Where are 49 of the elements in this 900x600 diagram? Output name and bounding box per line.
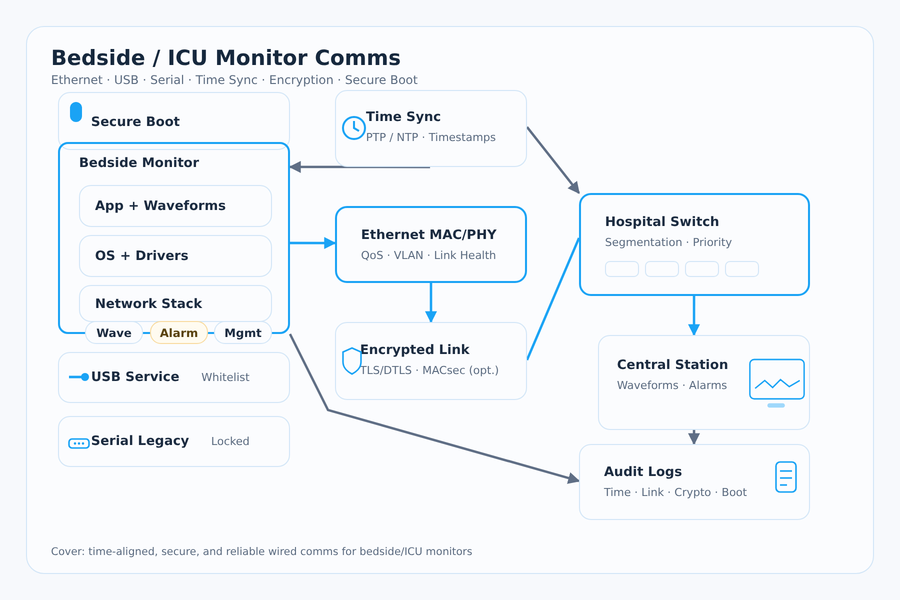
node-title: Wave bbox=[96, 326, 132, 340]
node-title: Time Sync bbox=[366, 110, 442, 125]
component-box bbox=[79, 185, 272, 227]
component-box bbox=[335, 322, 527, 400]
node-detail: TLS/DTLS · MACsec (opt.) bbox=[360, 364, 499, 377]
highlighted-box bbox=[335, 206, 527, 283]
arrow bbox=[526, 126, 580, 194]
component-box bbox=[58, 92, 290, 150]
tag-pill bbox=[85, 321, 143, 344]
component-box bbox=[79, 285, 272, 322]
diagram-title: Bedside / ICU Monitor Comms bbox=[51, 46, 401, 70]
node-detail: Segmentation · Priority bbox=[605, 236, 732, 249]
node-title: Encrypted Link bbox=[360, 343, 470, 358]
arrow bbox=[425, 283, 437, 324]
node-title: Central Station bbox=[617, 358, 728, 373]
tag-pill bbox=[150, 321, 208, 344]
arrow bbox=[290, 237, 336, 250]
component-box bbox=[58, 352, 290, 403]
component-box bbox=[335, 90, 527, 167]
node-detail: PTP / NTP · Timestamps bbox=[366, 131, 496, 144]
node-detail: Time · Link · Crypto · Boot bbox=[604, 486, 747, 499]
node-title: Serial Legacy bbox=[91, 434, 190, 449]
caption: Cover: time-aligned, secure, and reliable wired comms for bedside/ICU monitors bbox=[51, 546, 472, 558]
component-box bbox=[58, 416, 290, 467]
node-detail: Waveforms · Alarms bbox=[617, 379, 728, 392]
arrow bbox=[288, 333, 580, 484]
component-box bbox=[579, 444, 810, 520]
highlighted-box bbox=[579, 193, 810, 296]
arrow bbox=[688, 430, 700, 446]
arrow bbox=[688, 296, 700, 336]
node-detail: Locked bbox=[211, 435, 250, 448]
node-title: Hospital Switch bbox=[605, 215, 720, 230]
arrow bbox=[288, 160, 430, 173]
node-detail: Whitelist bbox=[201, 371, 250, 384]
node-title: Secure Boot bbox=[91, 115, 180, 130]
component-box bbox=[79, 235, 272, 277]
node-title: Mgmt bbox=[224, 326, 262, 340]
tag-pill bbox=[214, 321, 272, 344]
node-title: Network Stack bbox=[95, 297, 202, 312]
node-title: App + Waveforms bbox=[95, 199, 226, 214]
subtitle: Ethernet · USB · Serial · Time Sync · Encryption · Secure Boot bbox=[51, 73, 418, 87]
node-title: OS + Drivers bbox=[95, 249, 188, 264]
node-title: Ethernet MAC/PHY bbox=[361, 228, 496, 243]
node-title: Alarm bbox=[160, 326, 198, 340]
node-title: USB Service bbox=[91, 370, 180, 385]
component-box bbox=[598, 335, 810, 430]
node-title: Audit Logs bbox=[604, 465, 682, 480]
node-detail: QoS · VLAN · Link Health bbox=[361, 249, 496, 262]
node-title: Bedside Monitor bbox=[79, 156, 200, 171]
